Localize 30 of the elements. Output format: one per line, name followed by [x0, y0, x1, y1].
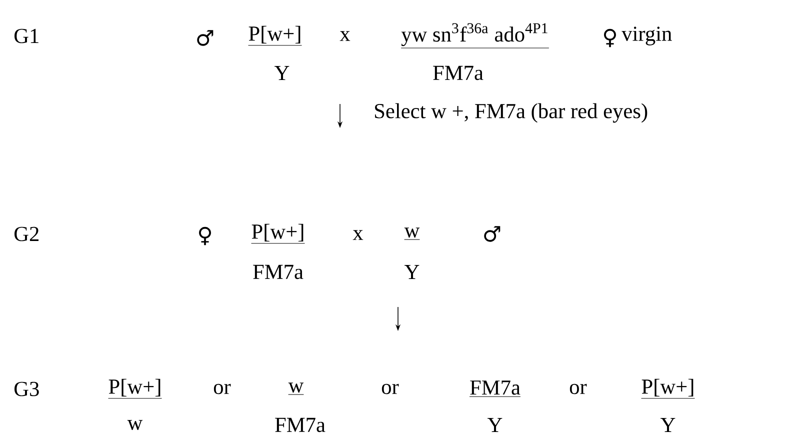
cross-sign: x [352, 230, 364, 240]
genotype: FM7a [275, 418, 326, 432]
genotype: Y [488, 418, 502, 432]
genotype: P[w+] [640, 378, 696, 399]
genotype: P[w+] [108, 378, 162, 399]
generation-label: G1 [14, 28, 38, 44]
genotype: FM7a [469, 380, 521, 397]
selection-note: Select w +, FM7a (bar red eyes) [375, 103, 648, 123]
genotype: P[w+] [248, 26, 302, 46]
generation-label: G2 [14, 226, 38, 242]
sex-symbol: ♀ [604, 28, 616, 48]
or-word: or [214, 384, 231, 394]
or-word: or [570, 384, 587, 394]
genotype: w [127, 420, 143, 430]
genotype: Y [660, 418, 676, 432]
sex-symbol: ♀ [199, 226, 211, 246]
genotype: w [288, 382, 304, 395]
generation-label: G3 [14, 382, 39, 396]
genotype: Y [404, 265, 420, 279]
sex-symbol: ♂ [484, 226, 500, 242]
genotype: FM7a [433, 66, 484, 80]
genotype: FM7a [253, 264, 304, 280]
note: virgin [622, 26, 672, 46]
genotype: P[w+] [250, 224, 306, 244]
genotype: w [404, 228, 420, 240]
genotype: Y [274, 66, 290, 80]
cross-sign: x [340, 31, 350, 41]
or-word: or [382, 384, 399, 394]
genotype: yw sn$^{3}$f$^{36a}$ ado$^{4P1}$ [400, 23, 550, 48]
sex-symbol: ♂ [197, 30, 214, 46]
